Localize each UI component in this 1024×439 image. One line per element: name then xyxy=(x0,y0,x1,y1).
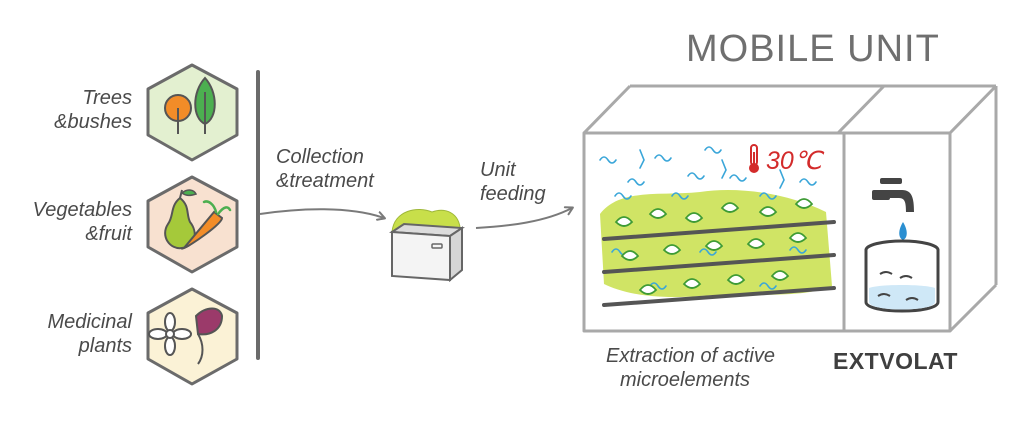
water-drop-icon xyxy=(899,222,907,240)
source-label-vegetables-line1: Vegetables xyxy=(32,199,132,221)
tap-icon xyxy=(872,178,914,212)
brand-label: EXTVOLAT xyxy=(833,348,958,374)
mobile-unit-frame xyxy=(582,84,998,333)
water-container-icon xyxy=(864,239,940,313)
source-label-trees: Trees &bushes xyxy=(20,86,132,134)
drying-shelves xyxy=(602,220,836,307)
leaves xyxy=(614,198,814,295)
diagram-title: MOBILE UNIT xyxy=(686,28,940,70)
collection-bin-icon xyxy=(389,209,465,283)
pear-carrot-icon xyxy=(146,175,239,274)
extraction-label: Extraction of active microelements xyxy=(606,344,775,392)
step-label-feeding: Unit feeding xyxy=(480,158,546,206)
step-label-feeding-line2: feeding xyxy=(480,183,546,205)
source-label-medicinal-line2: plants xyxy=(78,335,132,357)
step-label-collection-line1: Collection xyxy=(276,146,364,168)
source-label-medicinal: Medicinal plants xyxy=(10,310,132,358)
flower-leaf-icon xyxy=(146,287,239,386)
step-label-feeding-line1: Unit xyxy=(480,159,516,181)
step-label-collection: Collection &treatment xyxy=(276,145,374,193)
temperature-readout: 30℃ xyxy=(766,147,822,175)
thermometer-icon xyxy=(749,144,759,173)
source-label-vegetables-line2: &fruit xyxy=(85,223,132,245)
arrow-feeding xyxy=(475,206,574,229)
source-label-trees-line1: Trees xyxy=(82,87,132,109)
extraction-label-line1: Extraction of active xyxy=(606,345,775,367)
source-label-medicinal-line1: Medicinal xyxy=(47,311,132,333)
step-label-collection-line2: &treatment xyxy=(276,170,374,192)
source-label-trees-line2: &bushes xyxy=(54,111,132,133)
arrow-collection xyxy=(259,208,386,221)
extraction-label-line2: microelements xyxy=(620,369,751,391)
tree-icon xyxy=(146,63,239,162)
source-label-vegetables: Vegetables &fruit xyxy=(10,198,132,246)
